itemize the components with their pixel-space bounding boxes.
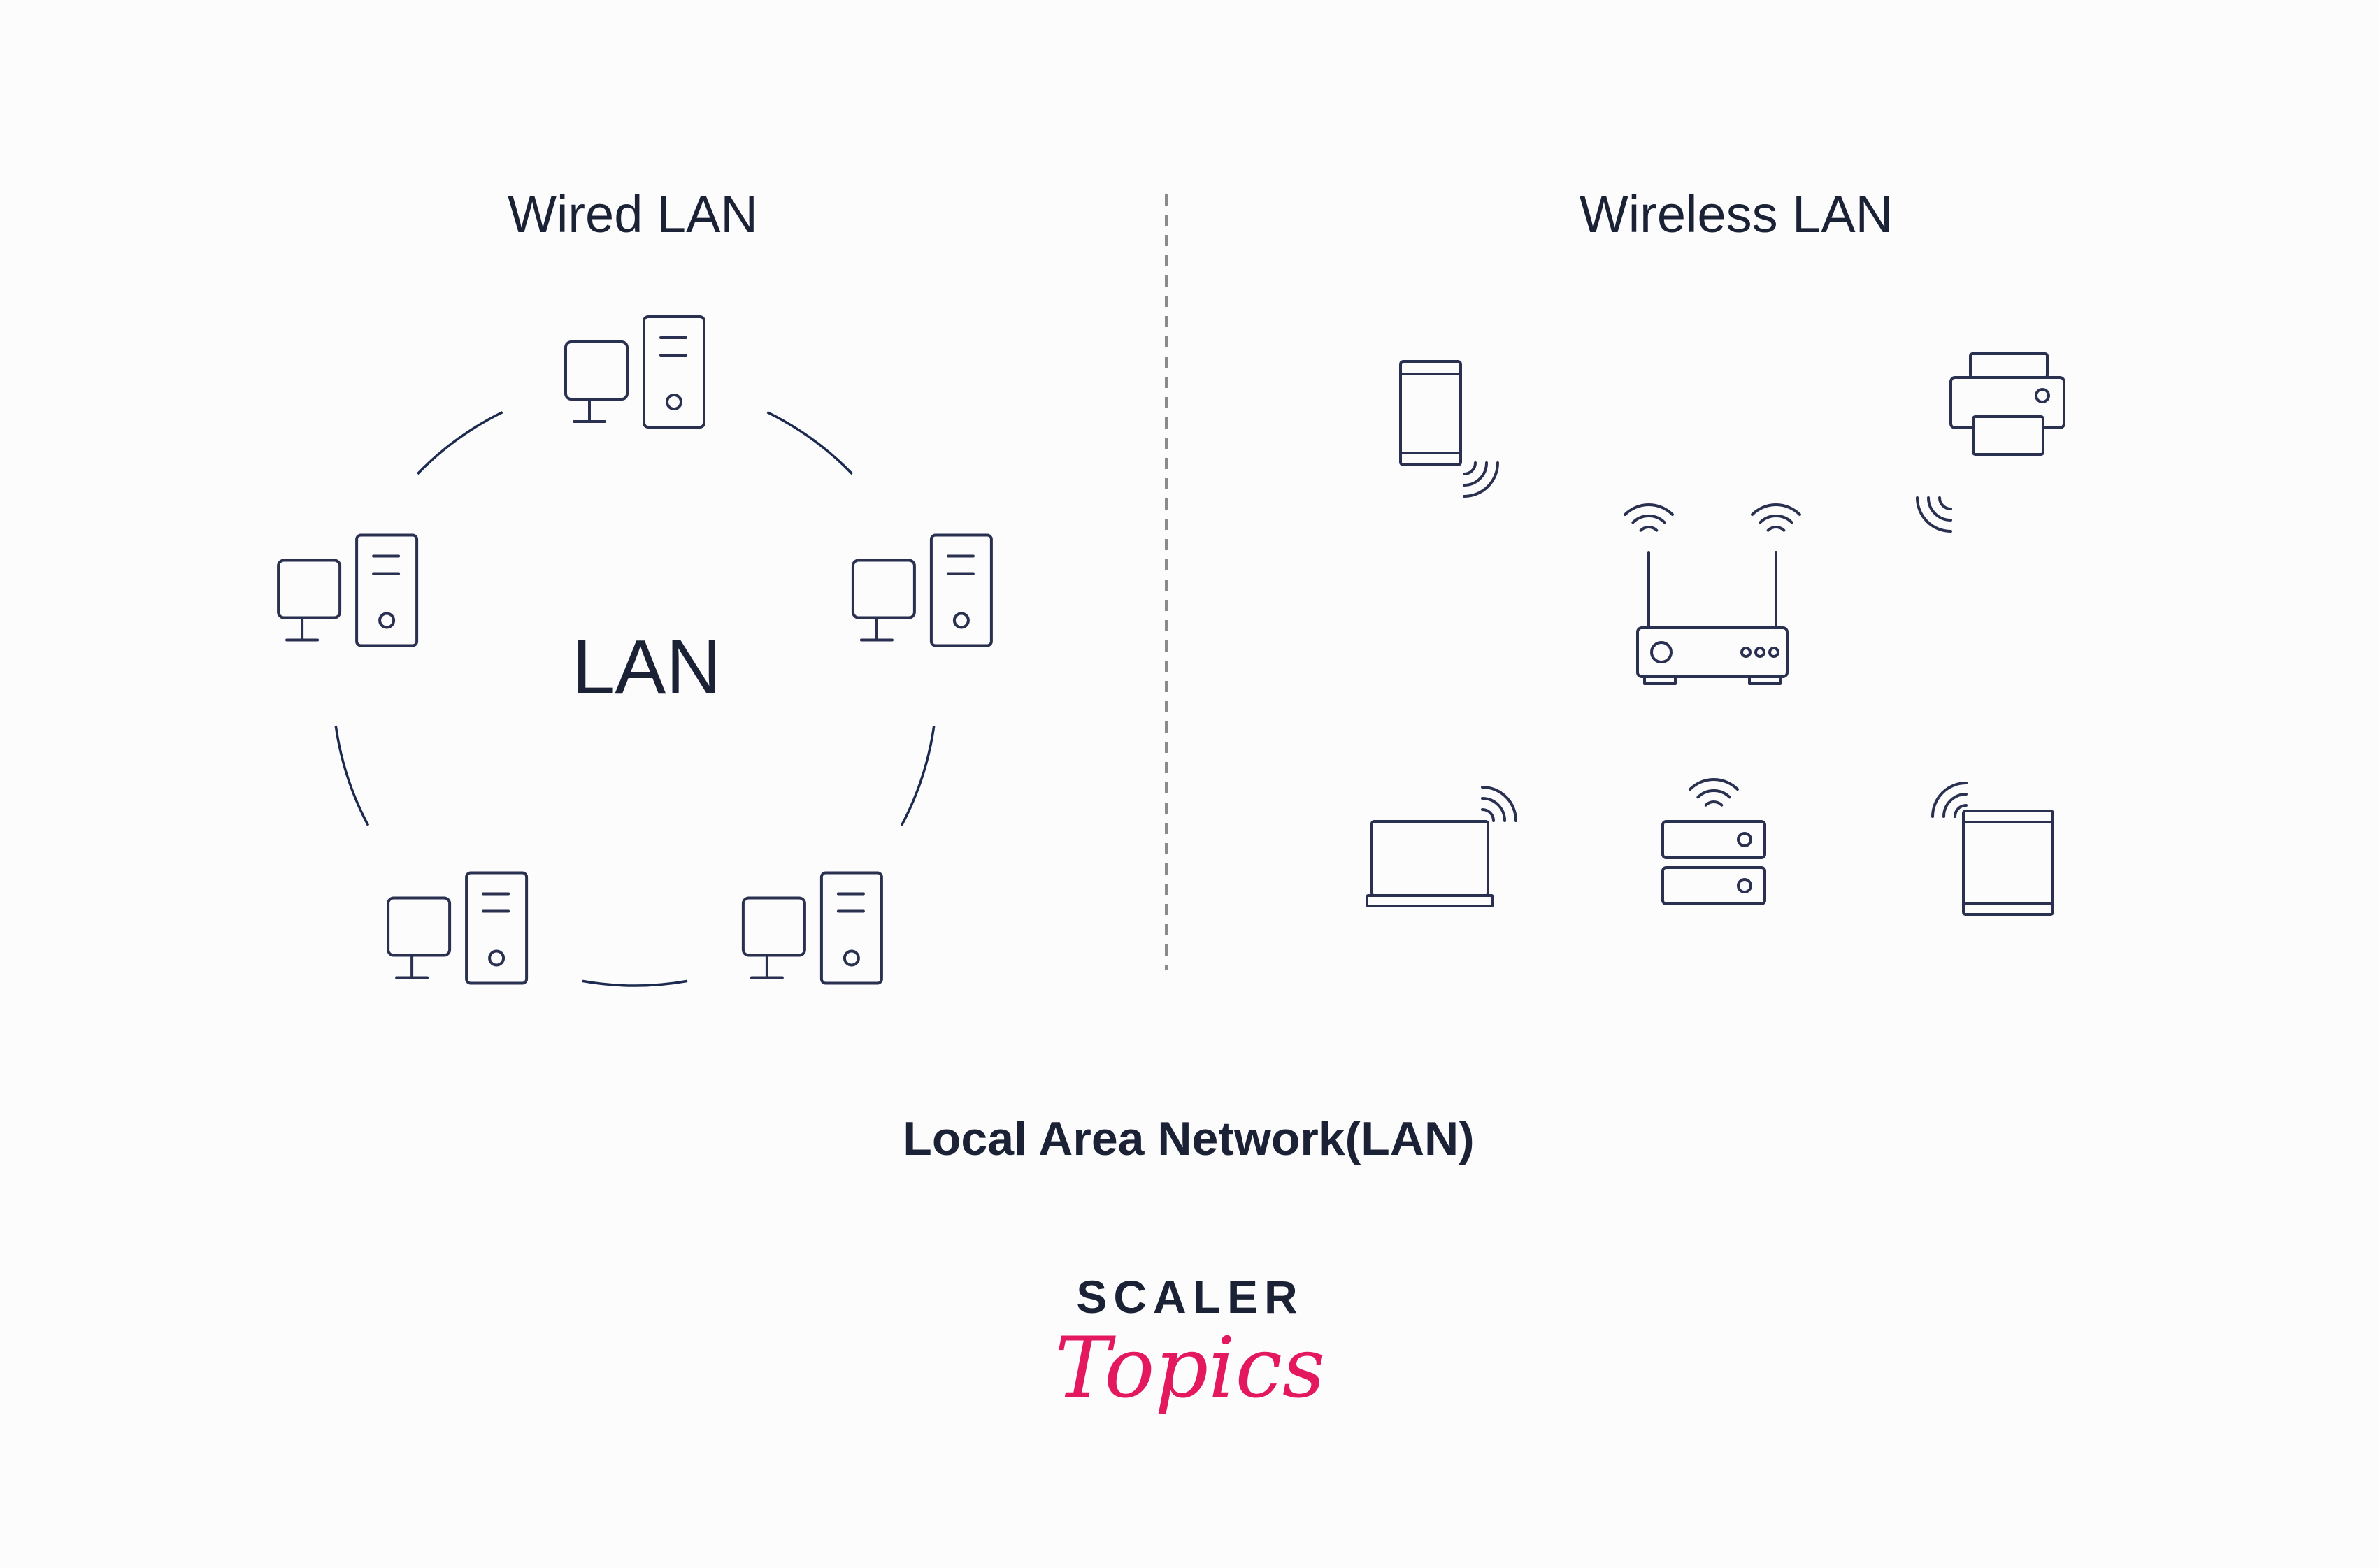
lan-center-label: LAN [572,624,722,710]
ring-link-4 [334,725,370,826]
ring-link-3 [582,979,688,987]
desktop-computer-icon [741,871,883,985]
printer-icon [1916,352,2065,533]
diagram-caption: Local Area Network(LAN) [903,1112,1474,1165]
lan-ring [334,411,936,987]
ring-link-2 [900,725,936,826]
scaler-topics-logo: SCALER Topics [1055,1271,1326,1417]
laptop-icon [1366,786,1517,907]
ring-link-1 [766,411,854,475]
wired-lan-title: Wired LAN [508,185,758,243]
desktop-computer-icon [387,871,529,985]
wireless-lan-title: Wireless LAN [1580,185,1893,243]
smartphone-icon [1399,360,1499,498]
network-storage-icon [1661,765,1766,905]
tablet-icon [1931,782,2054,916]
ring-link-5 [416,411,503,475]
brand-name: SCALER [1076,1271,1303,1323]
desktop-computer-icon [564,315,705,429]
desktop-computer-icon [277,533,419,647]
wifi-router-icon [1625,491,1800,685]
desktop-computer-icon [851,533,993,647]
brand-subtitle: Topics [1055,1320,1326,1417]
